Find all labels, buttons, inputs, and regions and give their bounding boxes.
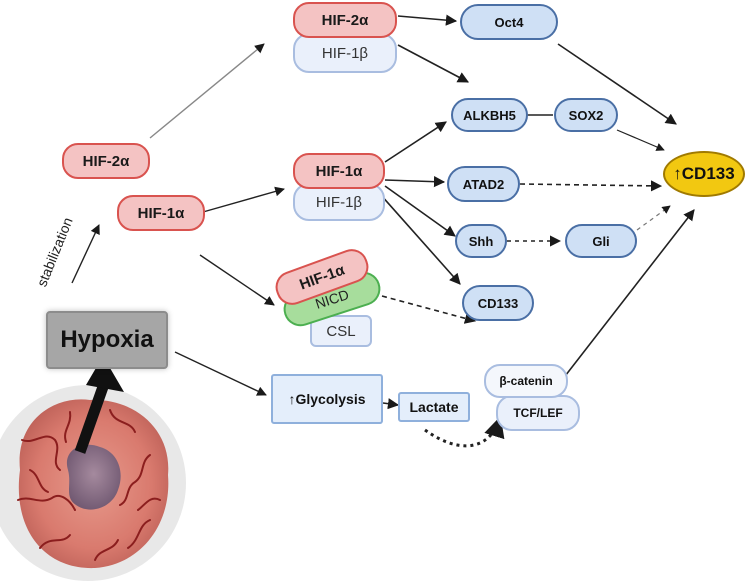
hif1a-left-node: HIF-1α <box>117 195 205 231</box>
cd133-node: CD133 <box>462 285 534 321</box>
glycolysis-node: ↑Glycolysis <box>271 374 383 424</box>
cd133-up-node: ↑CD133 <box>663 151 745 197</box>
tumor-illustration <box>0 385 186 581</box>
tcf-lef-node: TCF/LEF <box>496 395 580 431</box>
hif1a-mid-node: HIF-1α <box>293 153 385 189</box>
beta-catenin-node: β-catenin <box>484 364 568 398</box>
hypoxia-node: Hypoxia <box>46 311 168 369</box>
sox2-node: SOX2 <box>554 98 618 132</box>
shh-node: Shh <box>455 224 507 258</box>
oct4-node: Oct4 <box>460 4 558 40</box>
gli-node: Gli <box>565 224 637 258</box>
hif2a-left-node: HIF-2α <box>62 143 150 179</box>
hif2a-top-node: HIF-2α <box>293 2 397 38</box>
hif1b-mid-node: HIF-1β <box>293 183 385 221</box>
hif1b-top-node: HIF-1β <box>293 33 397 73</box>
alkbh5-node: ALKBH5 <box>451 98 528 132</box>
thick-arrow-head <box>86 356 124 392</box>
lactate-node: Lactate <box>398 392 470 422</box>
atad2-node: ATAD2 <box>447 166 520 202</box>
